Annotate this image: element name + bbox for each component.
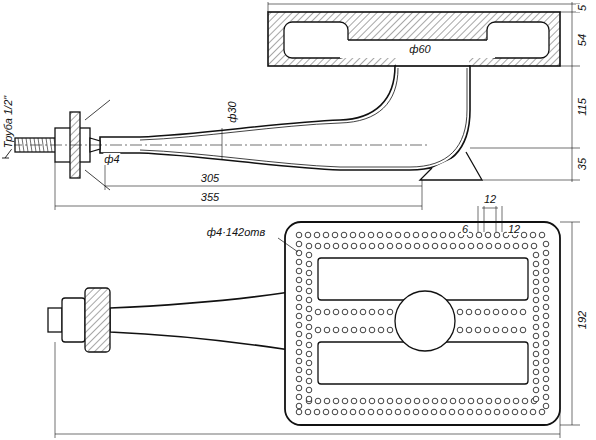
diameter-label: ф4	[103, 153, 120, 165]
plan-view	[48, 206, 580, 438]
diameter-label: ф30	[226, 100, 238, 123]
dimension-label: 12	[507, 223, 521, 235]
side-view	[2, 2, 580, 210]
dimension-label: 305	[200, 172, 220, 184]
dimension-label: 115	[576, 97, 588, 117]
dimension-label: 12	[483, 193, 497, 205]
diameter-label: ф60	[408, 43, 431, 55]
dimension-label: 35	[576, 157, 588, 171]
dimension-label: 6	[461, 223, 469, 235]
pipe-label: Труба 1/2"	[2, 95, 14, 149]
dimension-label: 5	[576, 4, 588, 12]
dimension-label: 192	[576, 310, 588, 330]
dimension-label: 54	[576, 33, 588, 47]
dimension-label: 355	[200, 191, 220, 203]
hole-note: ф4·142отв	[206, 226, 266, 238]
